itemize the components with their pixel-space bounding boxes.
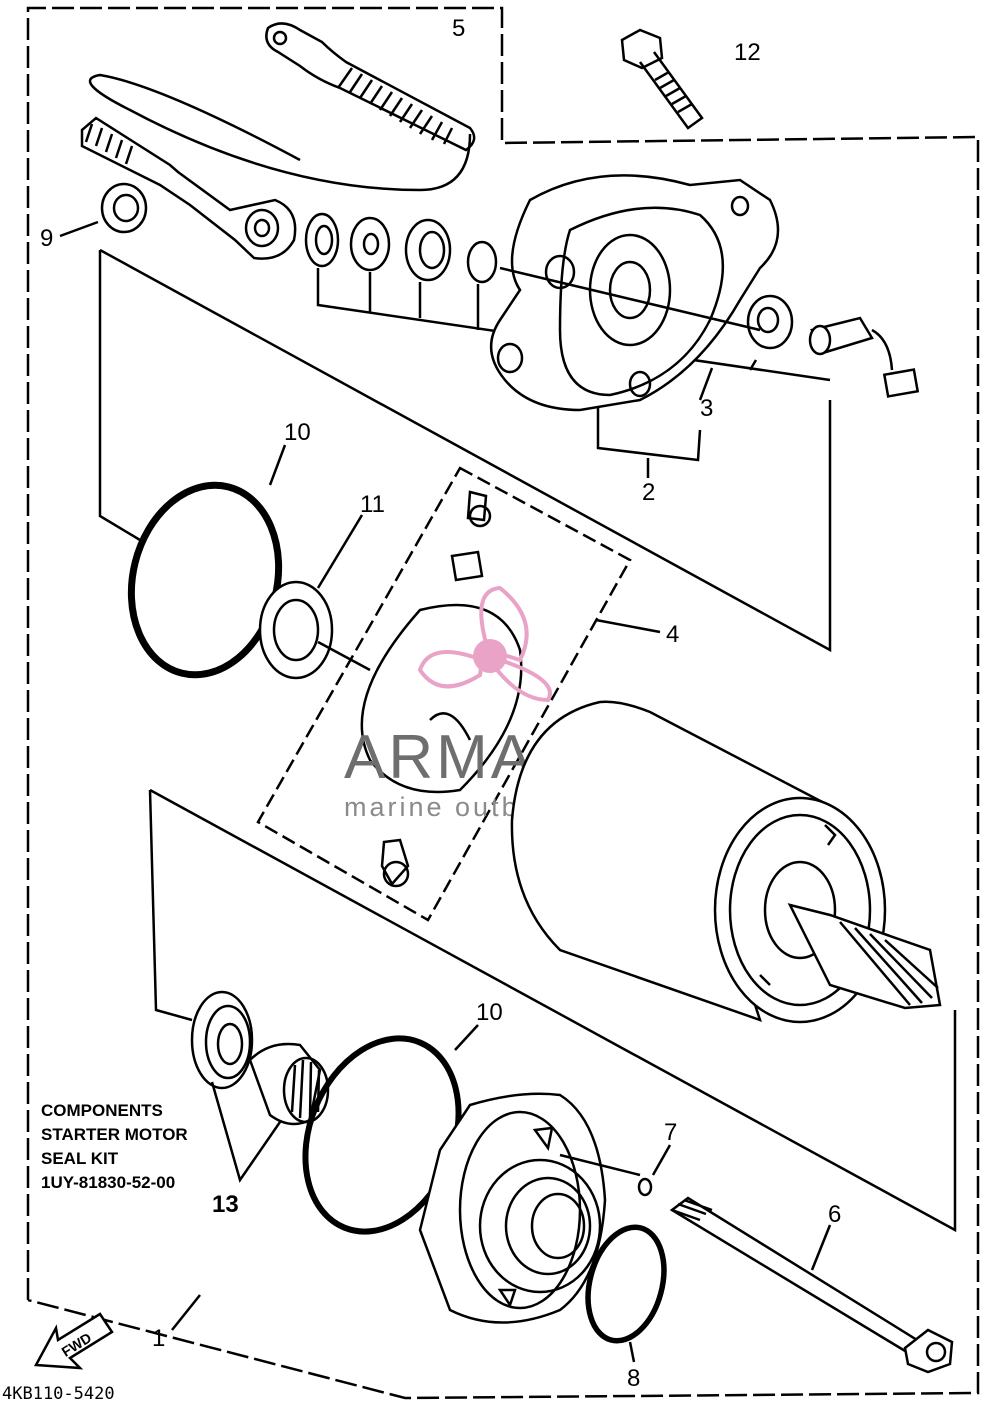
callout-10-upper: 10 <box>284 419 311 446</box>
part-2-rear-cover <box>489 174 780 478</box>
callout-6: 6 <box>828 1201 841 1228</box>
part-13-bearings <box>190 990 330 1183</box>
part-washer-set <box>304 212 831 382</box>
callout-11: 11 <box>360 491 385 518</box>
callout-13: 13 <box>212 1191 239 1218</box>
part-front-cover <box>418 1092 641 1324</box>
callout-8: 8 <box>627 1365 640 1392</box>
callout-4: 4 <box>666 621 679 648</box>
part-1-leader <box>171 1294 201 1331</box>
callout-2: 2 <box>642 479 655 506</box>
part-6-through-bolt <box>669 1196 954 1374</box>
part-7-small-o-ring <box>637 1144 672 1197</box>
part-armature-yoke <box>510 700 942 1024</box>
part-4-brush-set <box>256 466 661 922</box>
part-5-terminal-lead <box>88 22 476 192</box>
callout-5: 5 <box>452 15 465 42</box>
part-3-terminal <box>499 266 920 401</box>
guide-lines-lower <box>148 788 957 1233</box>
callout-3: 3 <box>700 395 713 422</box>
info-line-seal-kit: SEAL KIT <box>41 1149 119 1168</box>
part-lead-cable-end <box>80 116 297 260</box>
callout-9: 9 <box>40 225 53 252</box>
fwd-arrow-icon: FWD <box>33 1312 114 1370</box>
part-9-nut <box>59 182 148 238</box>
seal-kit-info: COMPONENTS STARTER MOTOR SEAL KIT 1UY-81… <box>41 1099 188 1195</box>
callout-12: 12 <box>734 39 761 66</box>
callout-1: 1 <box>152 1325 165 1352</box>
part-8-o-ring <box>585 1224 667 1363</box>
assembly-outline <box>26 6 980 1400</box>
info-line-components: COMPONENTS <box>41 1101 163 1120</box>
guide-lines-upper <box>98 248 832 653</box>
info-line-part-number: 1UY-81830-52-00 <box>41 1173 176 1192</box>
info-line-starter-motor: STARTER MOTOR <box>41 1125 188 1144</box>
callout-7: 7 <box>664 1119 677 1146</box>
callout-10-lower: 10 <box>476 999 503 1026</box>
part-12-bolt <box>620 28 704 130</box>
part-11-washer <box>258 514 371 680</box>
drawing-number: 4KB110-5420 <box>2 1384 115 1404</box>
